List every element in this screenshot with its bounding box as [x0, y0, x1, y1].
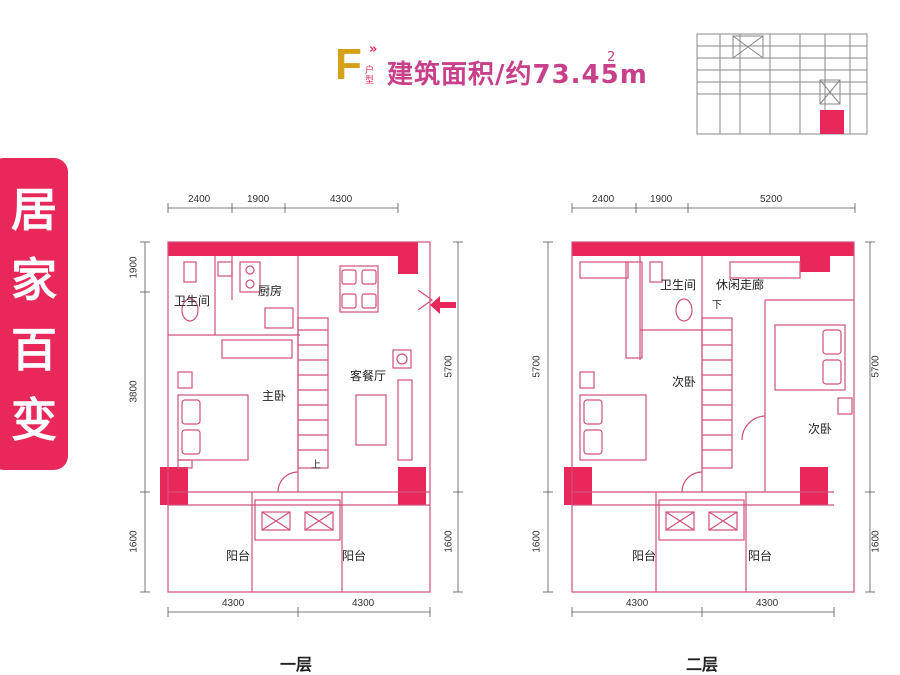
dim-label: 5700	[870, 355, 882, 378]
floor1-plan	[140, 203, 463, 617]
room-balcony: 阳台	[632, 549, 657, 563]
room-master: 主卧	[262, 389, 287, 403]
key-plan-highlight	[820, 110, 844, 134]
side-tab-char: 百	[11, 323, 57, 377]
side-tab-char: 家	[11, 253, 57, 307]
floor1-label: 一层	[280, 655, 313, 674]
dim-label: 1900	[650, 194, 673, 205]
side-tab: 居 家 百 变	[0, 158, 68, 470]
dim-label: 1600	[870, 530, 882, 553]
room-balcony: 阳台	[748, 549, 773, 563]
floor2-plan	[543, 203, 875, 617]
unit-type-sub-char: 户	[365, 66, 375, 76]
unit-type-letter: F	[335, 40, 362, 89]
unit-type-sub: 户 型	[365, 66, 375, 86]
dim-label: 1600	[531, 530, 543, 553]
room-bath: 卫生间	[174, 294, 211, 308]
area-superscript: 2	[607, 50, 616, 65]
room-balcony: 阳台	[226, 549, 251, 563]
dim-label: 5700	[531, 355, 543, 378]
room-balcony: 阳台	[342, 549, 367, 563]
room-living: 客餐厅	[350, 369, 387, 383]
room-kitchen: 厨房	[258, 284, 283, 298]
stair-up-label: 上	[311, 460, 321, 471]
unit-type-sub-char: 型	[365, 76, 375, 86]
room-corridor: 休闲走廊	[716, 278, 765, 292]
title-mark: »	[369, 42, 378, 57]
dim-label: 4300	[756, 598, 779, 609]
dim-label: 2400	[188, 194, 211, 205]
dim-label: 5700	[443, 355, 455, 378]
dim-label: 2400	[592, 194, 615, 205]
dim-label: 3800	[128, 380, 140, 403]
dim-label: 5200	[760, 194, 783, 205]
dim-label: 4300	[626, 598, 649, 609]
dim-label: 1600	[128, 530, 140, 553]
area-text: 建筑面积/约73.45m	[387, 60, 648, 90]
key-plan	[696, 33, 868, 135]
side-tab-char: 变	[11, 393, 57, 447]
dim-label: 4300	[330, 194, 353, 205]
side-tab-char: 居	[11, 183, 57, 237]
room-second-bedroom: 次卧	[672, 375, 697, 389]
stair-down-label: 下	[712, 300, 722, 311]
dim-label: 4300	[222, 598, 245, 609]
dim-label: 4300	[352, 598, 375, 609]
room-second-bedroom: 次卧	[808, 422, 833, 436]
dim-label: 1600	[443, 530, 455, 553]
floor2-label: 二层	[686, 655, 719, 674]
dim-label: 1900	[128, 256, 140, 279]
dim-label: 1900	[247, 194, 270, 205]
room-bath: 卫生间	[660, 278, 697, 292]
